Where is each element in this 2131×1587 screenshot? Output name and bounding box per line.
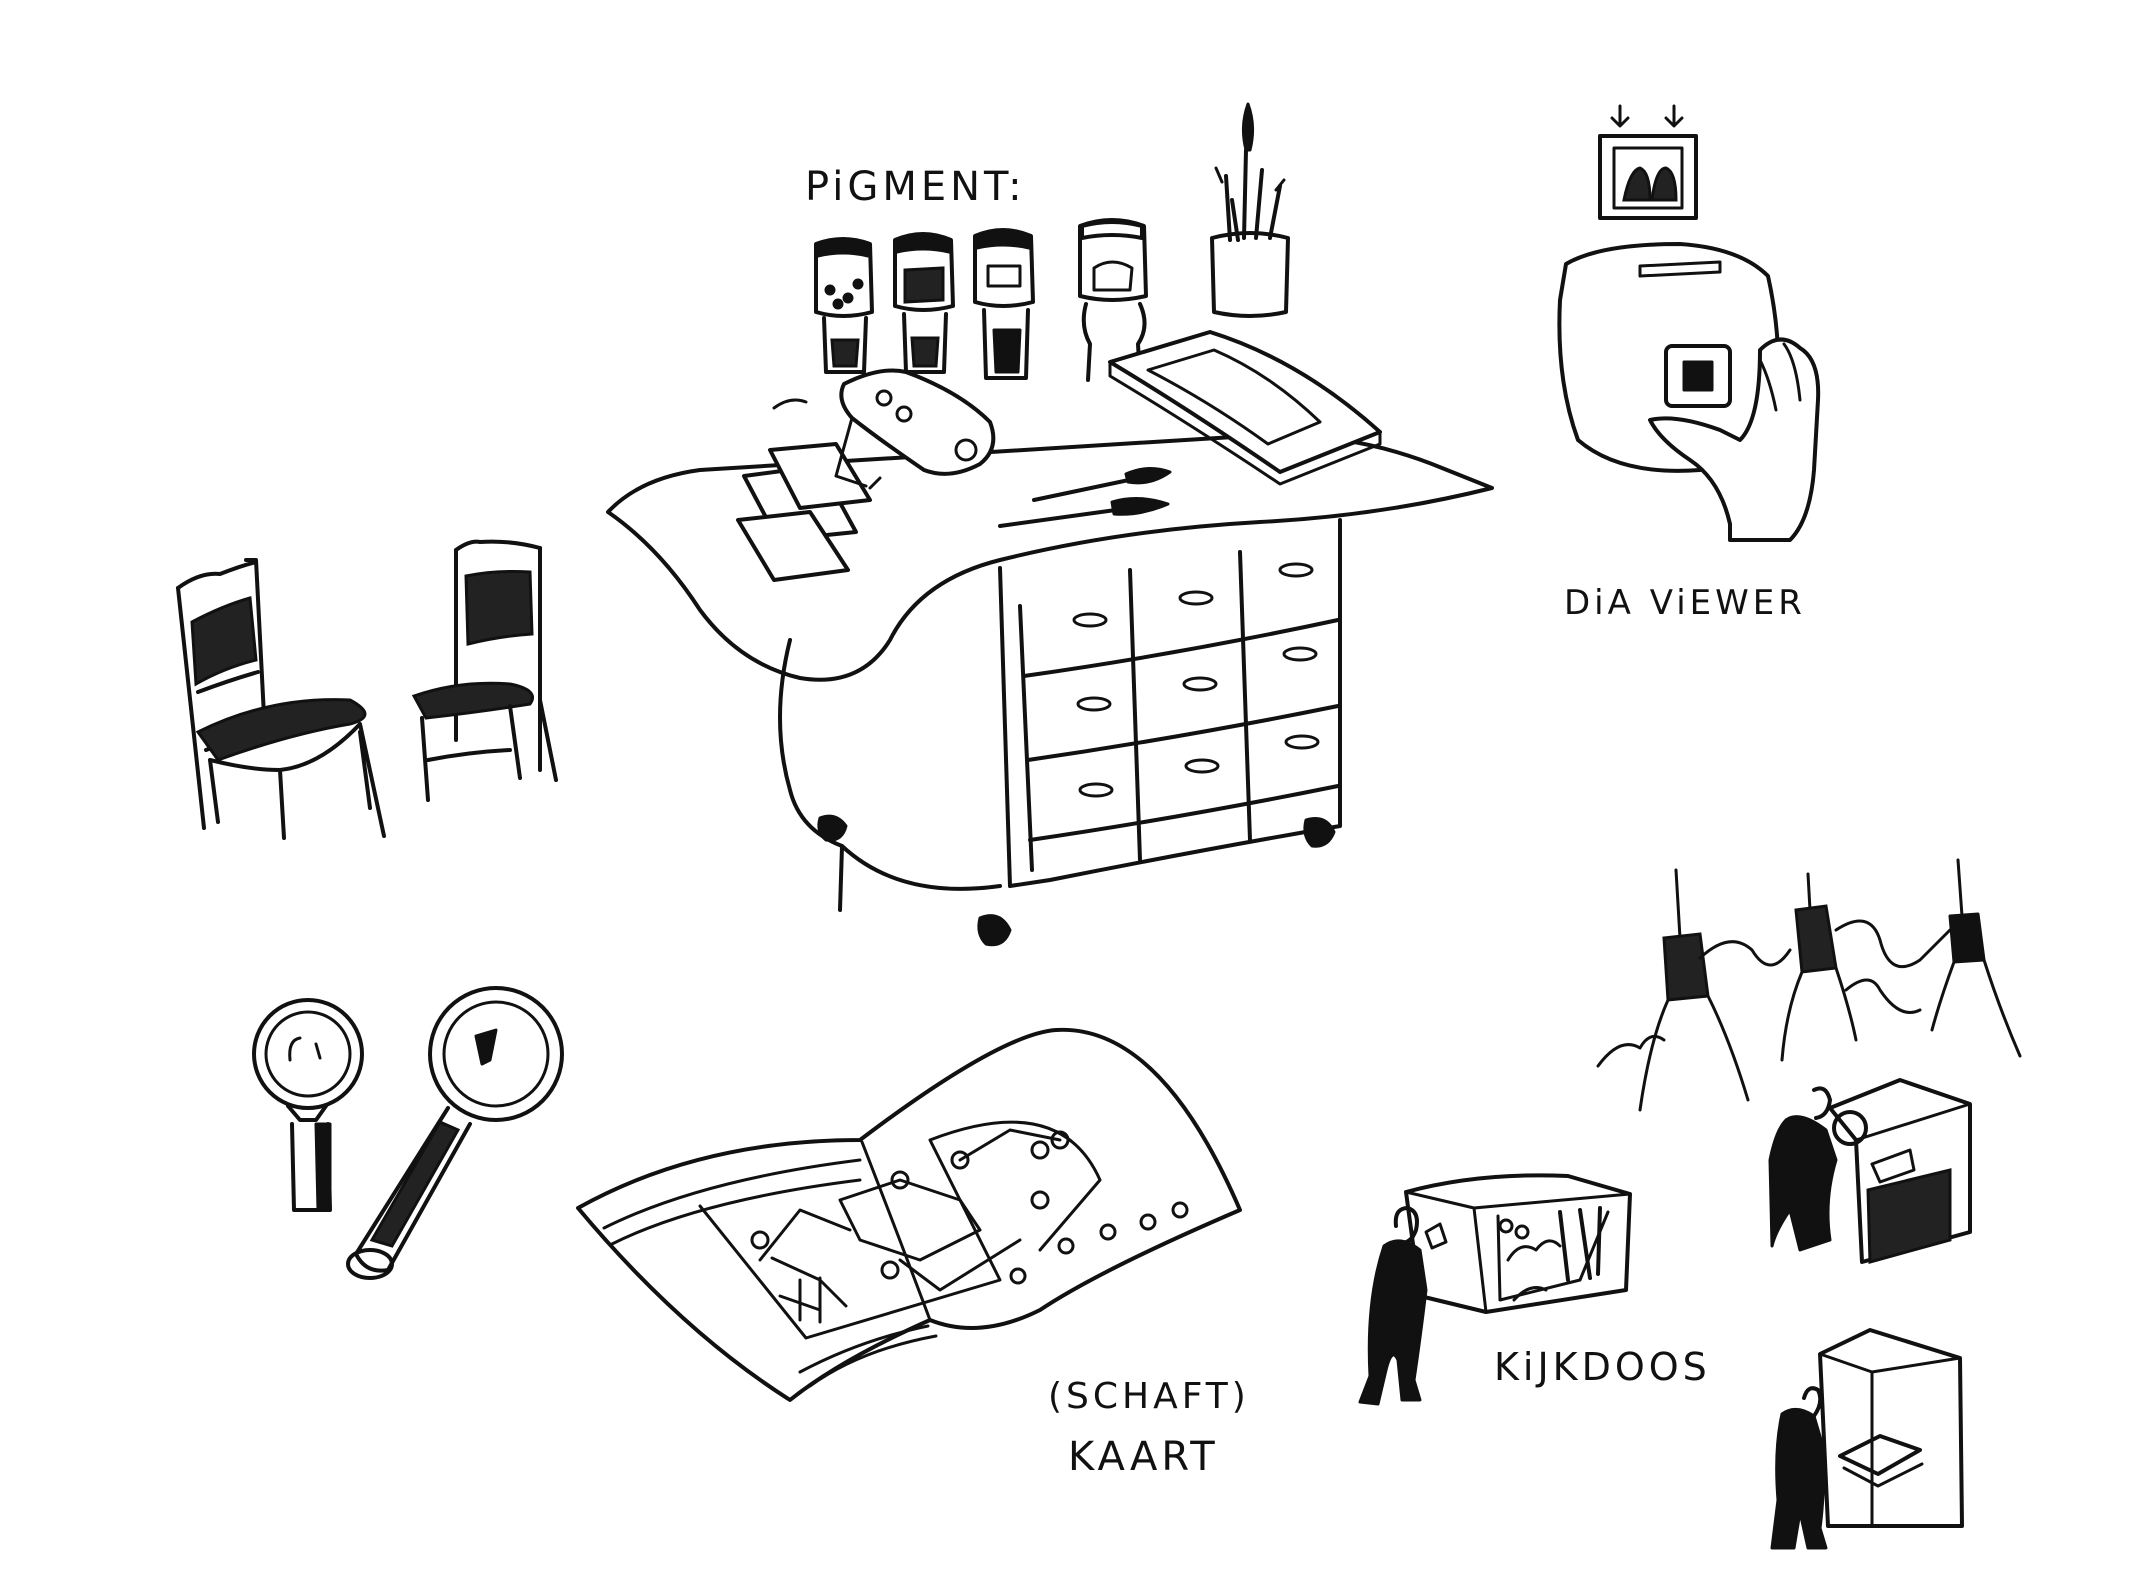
paint-brushes	[998, 467, 1172, 528]
picture-frame-icon	[1108, 330, 1382, 486]
person-silhouette-icon	[1358, 1206, 1448, 1406]
dia-viewer-label: DiA ViEWER	[1564, 583, 1806, 623]
peep-box-icon	[1828, 1078, 1972, 1264]
paper-scroll-icon	[736, 368, 996, 582]
pigment-jar-icon	[893, 232, 955, 374]
pigment-label: PiGMENT:	[805, 164, 1026, 210]
drawer-handles	[1072, 562, 1320, 798]
peep-box-icon	[1818, 1328, 1964, 1528]
person-silhouette-icon	[1770, 1386, 1828, 1550]
person-silhouette-icon	[1768, 1086, 1838, 1252]
chair-icon	[411, 539, 558, 802]
hanging-lamp-icon	[1638, 868, 1750, 1112]
kaart-label: KAART	[1068, 1434, 1219, 1480]
hand-icon	[1648, 337, 1821, 542]
hanging-lamps	[1596, 858, 2022, 1112]
schaft-label: (SCHAFT)	[1048, 1376, 1250, 1417]
pigment-jar-icon	[814, 237, 874, 374]
brush-cup-icon	[1210, 102, 1290, 318]
folded-map-icon	[576, 1027, 1242, 1402]
pigment-jar-icon	[1078, 218, 1148, 382]
hanging-lamp-icon	[1780, 872, 1858, 1062]
pigment-jar-icon	[973, 228, 1035, 380]
magnifying-glass-icon	[346, 986, 564, 1280]
chair-icon	[176, 558, 386, 840]
hanging-lamp-icon	[1930, 858, 2022, 1058]
slide-viewer-icon	[1557, 104, 1821, 542]
kijkdoos-label: KiJKDOOS	[1494, 1345, 1711, 1389]
pigment-jars	[814, 218, 1148, 382]
magnifying-glass-icon	[252, 998, 364, 1212]
peep-box-icon	[1404, 1173, 1632, 1314]
